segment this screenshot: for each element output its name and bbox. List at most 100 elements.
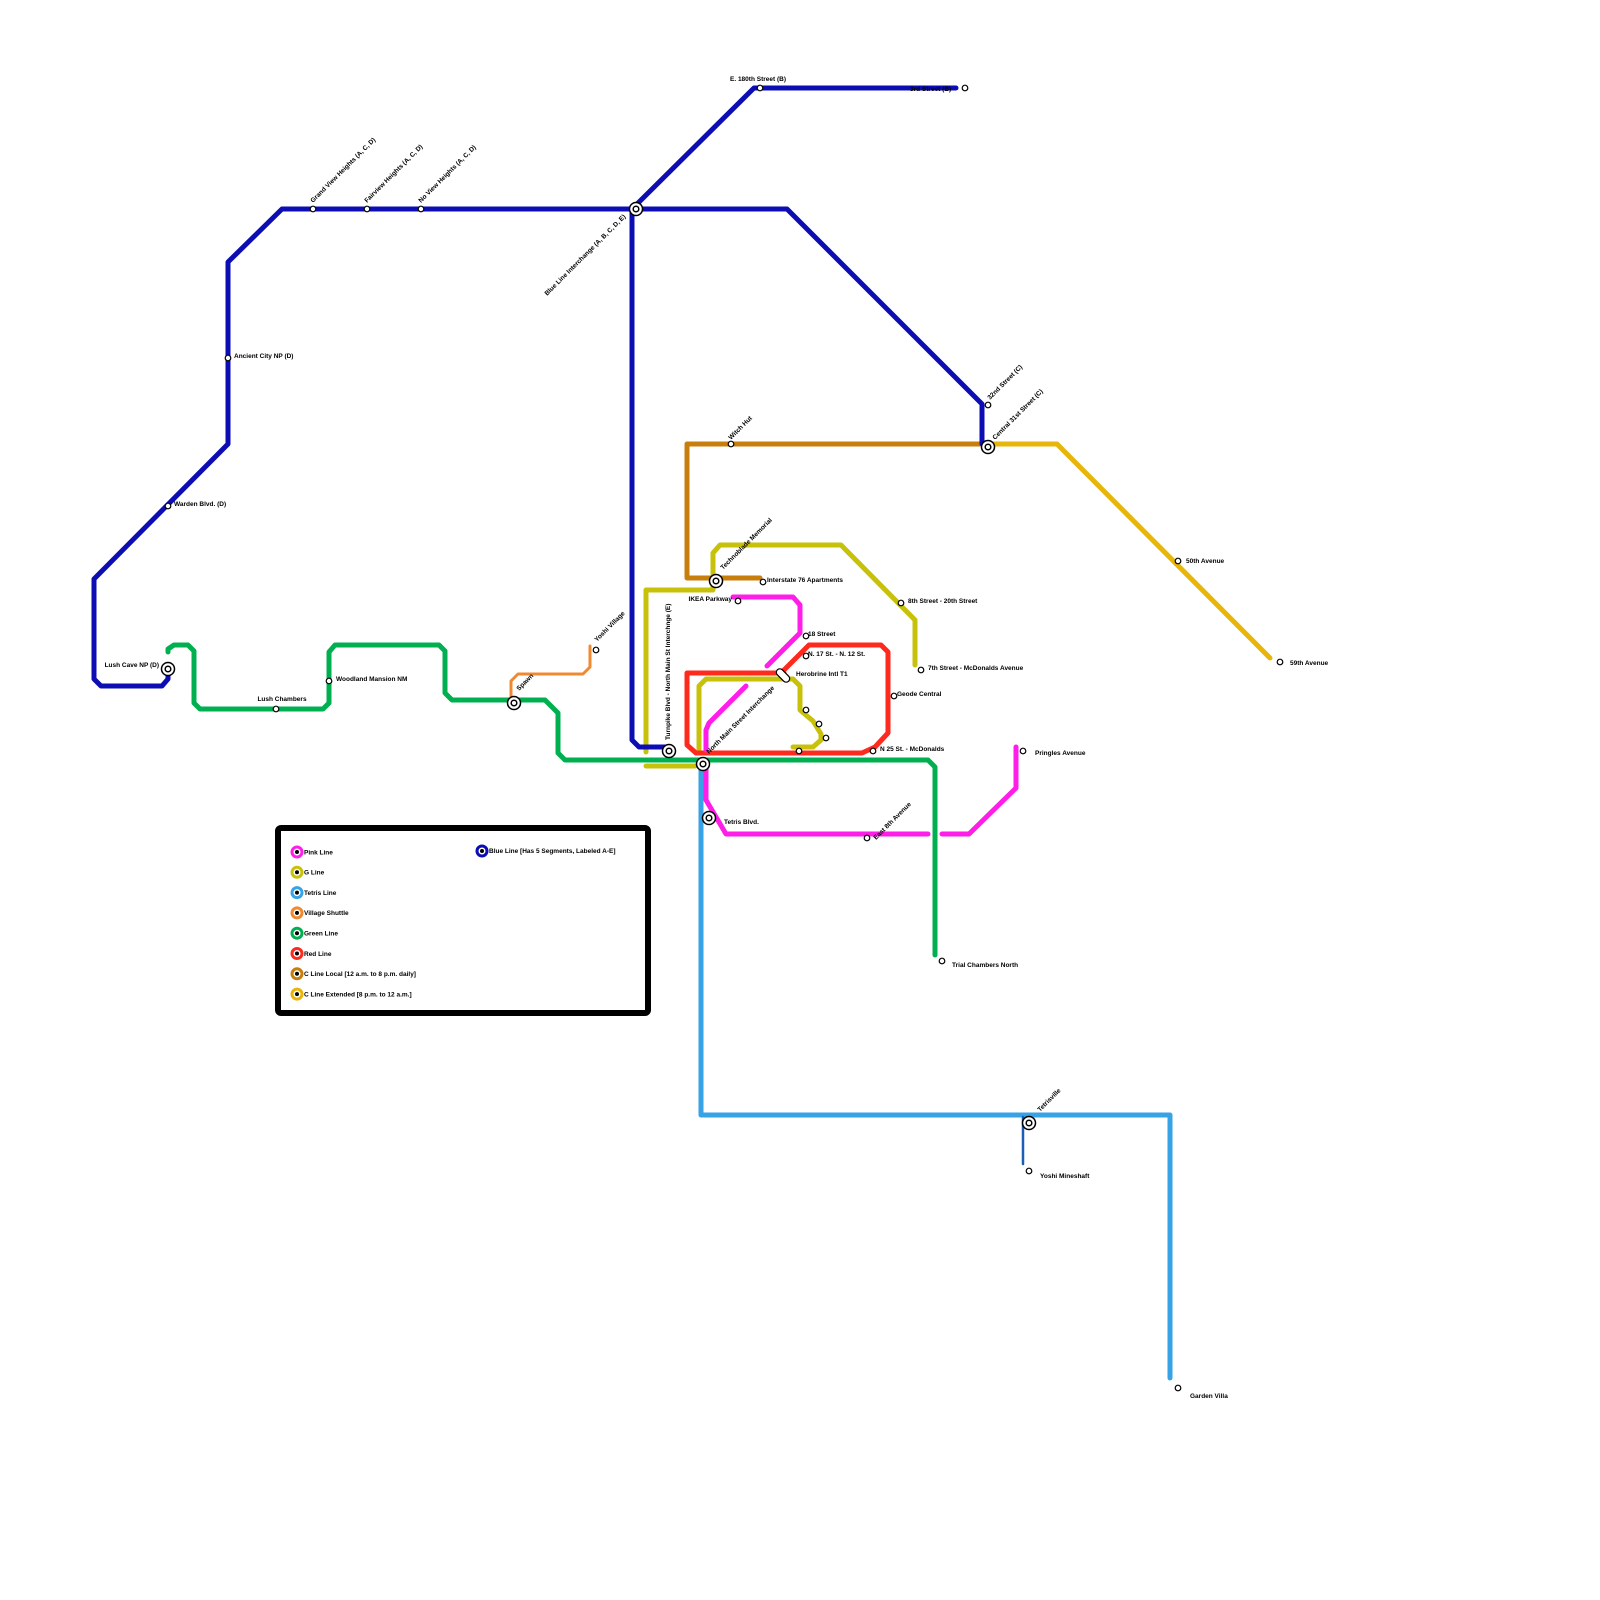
station-g-loop-2[interactable] [815,720,823,728]
station-interstate76[interactable] [759,578,767,586]
station-third-st[interactable] [961,84,969,92]
label-eighth: 8th Street - 20th Street [908,598,978,605]
interchange-turnpike[interactable] [661,743,677,759]
label-yoshi-village: Yoshi Village [593,610,626,643]
label-seventh: 7th Street - McDonalds Avenue [928,665,1024,672]
green-line [165,642,938,958]
legend-label-5: Red Line [304,951,332,958]
label-herobrine: Herobrine Intl T1 [796,671,848,678]
c-line-extended [979,441,1273,661]
label-third-st: 3rd Street (B) [910,86,951,93]
label-trial: Trial Chambers North [952,962,1018,969]
interchange-lush-cave[interactable] [160,661,176,677]
legend-swatch-dot-5 [295,951,299,956]
interchange-north-main[interactable] [695,756,711,772]
station-pringles[interactable] [1019,747,1027,755]
label-garden: Garden Villa [1190,1393,1228,1400]
station-fiftieth[interactable] [1174,557,1182,565]
station-trial[interactable] [938,957,946,965]
legend-label-6: C Line Local [12 a.m. to 8 p.m. daily] [304,971,416,978]
station-garden[interactable] [1174,1384,1182,1392]
label-interstate76: Interstate 76 Apartments [767,577,843,584]
interchange-spawn[interactable] [506,695,522,711]
legend-swatch-dot-0 [295,850,299,854]
station-warden[interactable] [164,502,172,510]
label-n25: N 25 St. - McDonalds [880,746,945,753]
legend-swatch-dot-7 [295,992,299,997]
village-shuttle [509,644,592,700]
station-witch-hut[interactable] [727,440,735,448]
g-line-west [643,575,716,755]
station-yoshi-mine[interactable] [1025,1167,1033,1175]
label-grand-view: Grand View Heights (A, C, D) [309,137,377,205]
legend-swatch-dot-4 [295,931,299,936]
station-fiftyninth[interactable] [1276,658,1284,666]
blue-line-c [629,206,985,447]
station-ancient-city[interactable] [224,354,232,362]
blue-line-b [629,85,959,212]
blue-line-e [629,206,668,750]
interchange-technoblade[interactable] [708,573,724,589]
pink-line-east [939,744,1019,837]
label-central31: Central 31st Street (C) [991,388,1044,441]
blue-line-a [91,206,635,689]
station-seventh[interactable] [917,666,925,674]
station-grand-view[interactable] [309,205,317,213]
legend-label-3: Village Shuttle [304,910,349,917]
label-59th: 59th Avenue [1290,660,1329,667]
station-eighteen[interactable] [802,632,810,640]
label-geode: Geode Central [897,691,942,698]
station-g-loop-1[interactable] [802,706,810,714]
pink-line-diag [703,683,749,753]
legend-label-2: Tetris Line [304,890,337,897]
label-north-main: North Main Street Interchange [705,685,776,756]
station-no-view[interactable] [417,205,425,213]
station-east8[interactable] [863,834,871,842]
station-fairview[interactable] [363,205,371,213]
g-line-loop [696,676,824,753]
label-warden: Warden Blvd. (D) [174,501,226,508]
label-n17: N. 17 St. - N. 12 St. [808,651,865,658]
label-woodland: Woodland Mansion NM [336,676,407,683]
legend-box [275,825,651,1016]
label-32nd: 32nd Street (C) [986,364,1024,402]
station-g-loop-3[interactable] [822,734,830,742]
label-pringles: Pringles Avenue [1035,750,1086,757]
interchange-tetrisville[interactable] [1021,1115,1037,1131]
station-lush-chambers[interactable] [272,705,280,713]
legend-swatch-dot-2 [295,890,299,895]
station-e180[interactable] [756,84,764,92]
legend-label-1: G Line [304,870,325,877]
station-herobrine-marker[interactable] [775,667,791,683]
label-blue-interchange: Blue Line Interchange (A, B, C, D, E) [544,213,628,297]
pink-line-north [730,594,803,669]
interchange-tetris-blvd[interactable] [701,810,717,826]
c-line-local [684,441,985,581]
legend-label-0: Pink Line [304,849,333,856]
station-ikea[interactable] [734,597,742,605]
interchange-blue-interchange[interactable] [628,201,644,217]
station-n17[interactable] [802,652,810,660]
label-lush-cave: Lush Cave NP (D) [105,662,159,669]
label-tetris-blvd: Tetris Blvd. [724,819,759,826]
label-no-view: No View Heights (A, C, D) [417,144,477,204]
legend-swatch-blue-dot [480,849,484,853]
station-nd32[interactable] [984,401,992,409]
interchange-central31[interactable] [980,439,996,455]
station-woodland[interactable] [325,677,333,685]
station-yoshi-village[interactable] [592,646,600,654]
label-turnpike: Turnpike Blvd - North Main St Interchnge… [665,604,672,740]
legend-swatch-dot-1 [295,870,299,875]
station-geode[interactable] [890,692,898,700]
label-e180: E. 180th Street (B) [730,76,786,83]
label-eighteen: 18 Street [808,631,836,638]
label-50th: 50th Avenue [1186,558,1225,565]
label-yoshi-mine: Yoshi Mineshaft [1040,1173,1090,1180]
label-ancient-city: Ancient City NP (D) [234,353,293,360]
station-g-loop-4[interactable] [795,747,803,755]
station-n25[interactable] [869,747,877,755]
station-eighth[interactable] [897,599,905,607]
legend-label-7: C Line Extended [8 p.m. to 12 a.m.] [304,991,412,998]
